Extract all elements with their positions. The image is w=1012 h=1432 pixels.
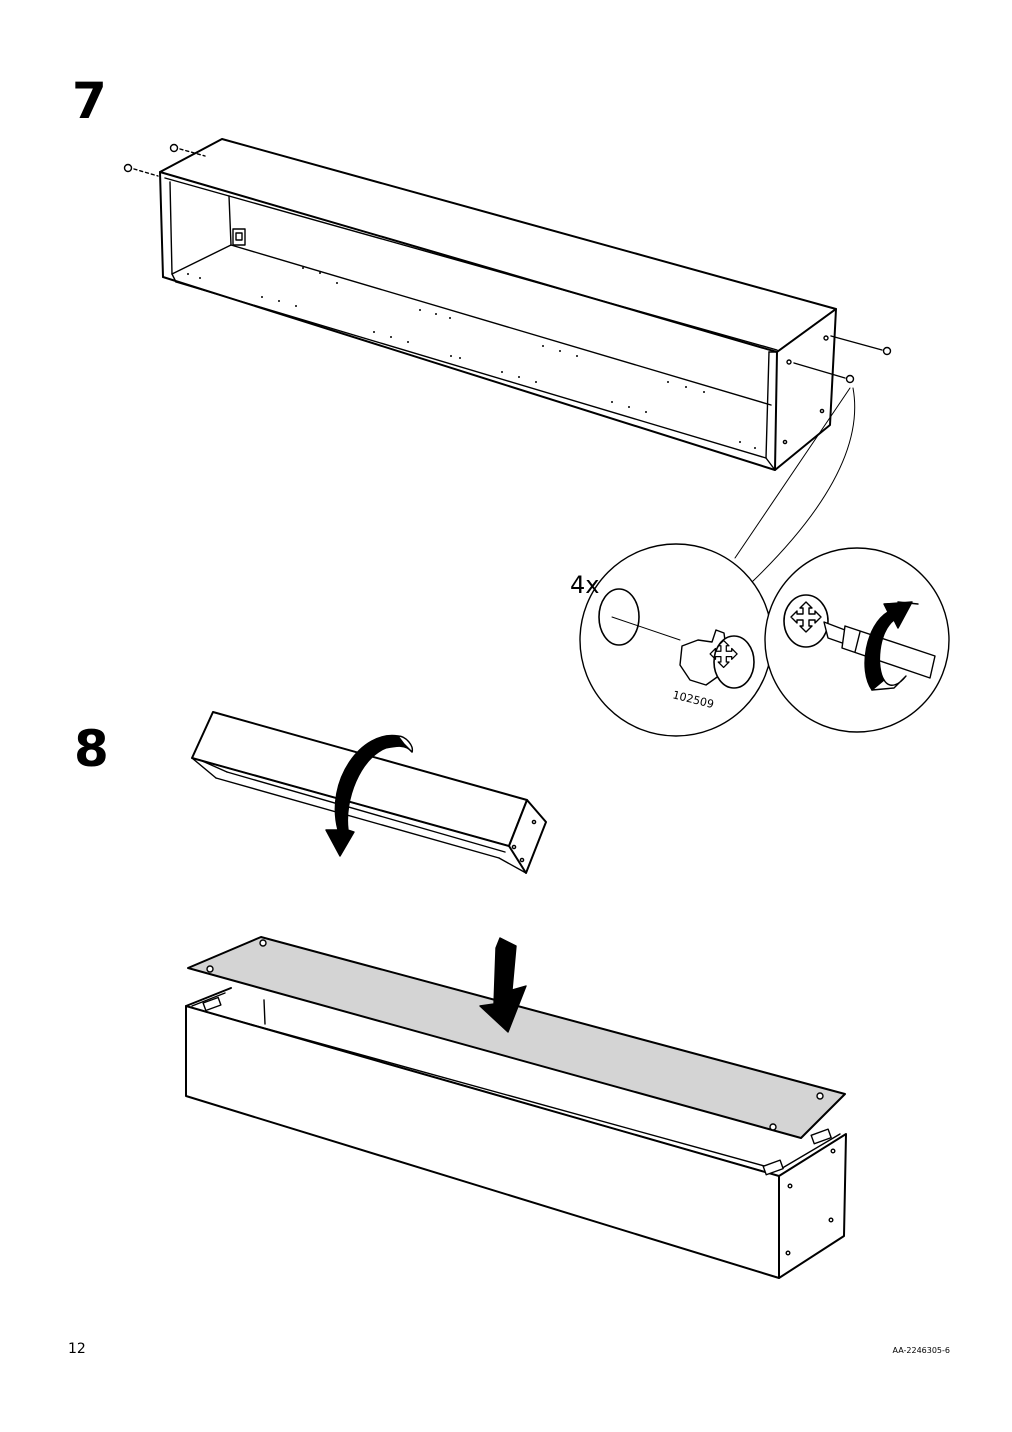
screwdriver-callout xyxy=(764,547,950,733)
step-8-number: 8 xyxy=(74,720,109,778)
callout-quantity: 4x xyxy=(570,571,599,599)
cam-lock-icon xyxy=(123,143,892,384)
step-8-cabinet xyxy=(185,987,847,1279)
step-7-number: 7 xyxy=(72,72,107,130)
page-number: 12 xyxy=(68,1341,86,1357)
step-7-cabinet xyxy=(159,138,837,471)
cam-lock-callout: 4x 102509 xyxy=(570,543,773,737)
step-8-flip-box xyxy=(191,711,547,874)
document-code: AA-2246305-6 xyxy=(892,1346,950,1355)
down-arrow-icon xyxy=(479,937,527,1033)
screwdriver-icon xyxy=(823,621,936,679)
back-panel xyxy=(187,936,846,1139)
rotate-arrow-icon xyxy=(864,601,919,691)
rotate-arrow-icon xyxy=(325,734,414,857)
